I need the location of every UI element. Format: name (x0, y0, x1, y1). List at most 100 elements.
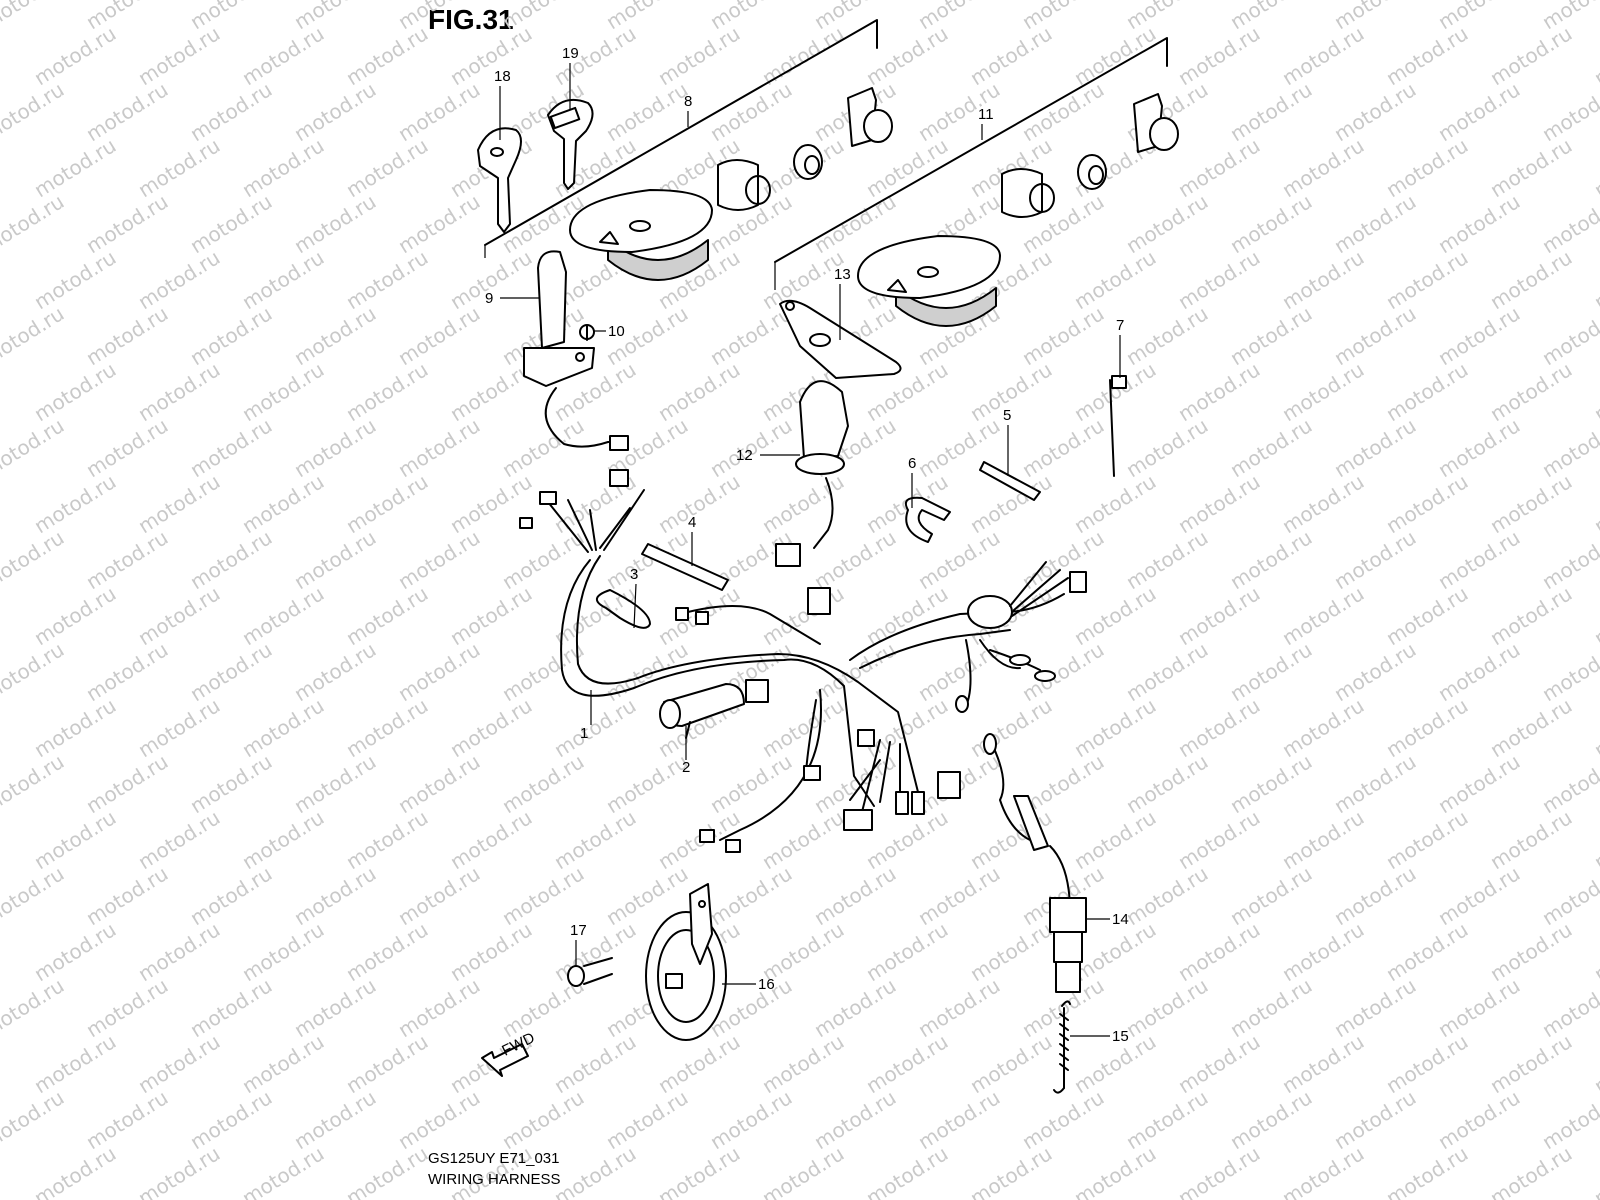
watermark-text: motod.ru (82, 189, 173, 258)
watermark-text: motod.ru (1590, 581, 1600, 650)
watermark-text: motod.ru (1226, 413, 1317, 482)
watermark-text: motod.ru (30, 917, 121, 986)
watermark-text: motod.ru (1590, 133, 1600, 202)
watermark-text: motod.ru (1278, 581, 1369, 650)
watermark-text: motod.ru (1070, 357, 1161, 426)
watermark-text: motod.ru (966, 693, 1057, 762)
callout-leader-3 (633, 583, 637, 629)
watermark-text: motod.ru (1018, 525, 1109, 594)
watermark-text: motod.ru (1590, 469, 1600, 538)
diagram-title: WIRING HARNESS (428, 1171, 561, 1188)
watermark-text: motod.ru (238, 693, 329, 762)
callout-4: 4 (688, 514, 696, 531)
watermark-text: motod.ru (238, 357, 329, 426)
watermark-text: motod.ru (810, 1085, 901, 1154)
watermark-text: motod.ru (1434, 189, 1525, 258)
callout-1: 1 (580, 725, 588, 742)
watermark-text: motod.ru (238, 245, 329, 314)
watermark-text: motod.ru (1226, 525, 1317, 594)
watermark-text: motod.ru (1122, 301, 1213, 370)
watermark-text: motod.ru (394, 749, 485, 818)
watermark-text: motod.ru (810, 861, 901, 930)
watermark-text: motod.ru (758, 1029, 849, 1098)
watermark-text: motod.ru (290, 1085, 381, 1154)
watermark-text: motod.ru (0, 77, 68, 146)
watermark-text: motod.ru (1330, 1085, 1421, 1154)
watermark-text: motod.ru (1382, 917, 1473, 986)
watermark-text: motod.ru (498, 861, 589, 930)
watermark-text: motod.ru (186, 301, 277, 370)
watermark-text: motod.ru (30, 581, 121, 650)
watermark-text: motod.ru (810, 973, 901, 1042)
watermark-text: motod.ru (134, 357, 225, 426)
watermark-text: motod.ru (1278, 133, 1369, 202)
watermark-text: motod.ru (706, 1085, 797, 1154)
callout-15: 15 (1112, 1028, 1129, 1045)
watermark-text: motod.ru (238, 1141, 329, 1200)
watermark-text: motod.ru (1590, 21, 1600, 90)
watermark-text: motod.ru (1330, 413, 1421, 482)
watermark-text: motod.ru (862, 917, 953, 986)
watermark-text: motod.ru (1486, 1029, 1577, 1098)
watermark-text: motod.ru (550, 805, 641, 874)
ignition-switch-part-2 (775, 380, 849, 567)
watermark-text: motod.ru (342, 581, 433, 650)
watermark-text: motod.ru (1122, 861, 1213, 930)
watermark-text: motod.ru (238, 1029, 329, 1098)
watermark-text: motod.ru (1330, 861, 1421, 930)
watermark-text: motod.ru (862, 21, 953, 90)
watermark-text: motod.ru (186, 189, 277, 258)
watermark-text: motod.ru (82, 301, 173, 370)
cable-clamp-loop-part (596, 589, 651, 629)
watermark-text: motod.ru (82, 413, 173, 482)
watermark-text: motod.ru (446, 693, 537, 762)
callout-17: 17 (570, 922, 587, 939)
watermark-text: motod.ru (810, 637, 901, 706)
callout-6: 6 (908, 455, 916, 472)
watermark-text: motod.ru (186, 525, 277, 594)
watermark-text: motod.ru (966, 21, 1057, 90)
watermark-text: motod.ru (1174, 581, 1265, 650)
watermark-text: motod.ru (0, 861, 68, 930)
watermark-text: motod.ru (1434, 525, 1525, 594)
watermark-text: motod.ru (134, 245, 225, 314)
watermark-text: motod.ru (550, 693, 641, 762)
watermark-text: motod.ru (1070, 21, 1161, 90)
watermark-text: motod.ru (758, 805, 849, 874)
watermark-text: motod.ru (862, 1029, 953, 1098)
watermark-text: motod.ru (342, 693, 433, 762)
watermark-text: motod.ru (1382, 805, 1473, 874)
watermark-text: motod.ru (1330, 749, 1421, 818)
watermark-text: motod.ru (1538, 413, 1600, 482)
watermark-text: motod.ru (1434, 973, 1525, 1042)
watermark-text: motod.ru (186, 861, 277, 930)
watermark-text: motod.ru (290, 413, 381, 482)
watermark-text: motod.ru (186, 1085, 277, 1154)
watermark-text: motod.ru (1382, 245, 1473, 314)
watermark-text: motod.ru (1486, 581, 1577, 650)
callout-2: 2 (682, 759, 690, 776)
harness-band-part (979, 461, 1041, 501)
callout-8: 8 (684, 93, 692, 110)
callout-16: 16 (758, 976, 775, 993)
watermark-text: motod.ru (1174, 469, 1265, 538)
watermark-text: motod.ru (446, 21, 537, 90)
watermark-text: motod.ru (342, 805, 433, 874)
watermark-text: motod.ru (1226, 189, 1317, 258)
bolt-part (567, 957, 613, 987)
watermark-text: motod.ru (30, 357, 121, 426)
watermark-text: motod.ru (1486, 917, 1577, 986)
watermark-text: motod.ru (1590, 245, 1600, 314)
watermark-text: motod.ru (1122, 525, 1213, 594)
horn-part (645, 883, 727, 1041)
watermark-text: motod.ru (1278, 917, 1369, 986)
watermark-text: motod.ru (914, 861, 1005, 930)
watermark-text: motod.ru (1382, 357, 1473, 426)
watermark-text: motod.ru (1538, 861, 1600, 930)
watermark-text: motod.ru (602, 637, 693, 706)
watermark-text: motod.ru (82, 749, 173, 818)
watermark-text: motod.ru (134, 1141, 225, 1200)
watermark-text: motod.ru (1122, 413, 1213, 482)
watermark-text: motod.ru (394, 301, 485, 370)
watermark-text: motod.ru (290, 525, 381, 594)
